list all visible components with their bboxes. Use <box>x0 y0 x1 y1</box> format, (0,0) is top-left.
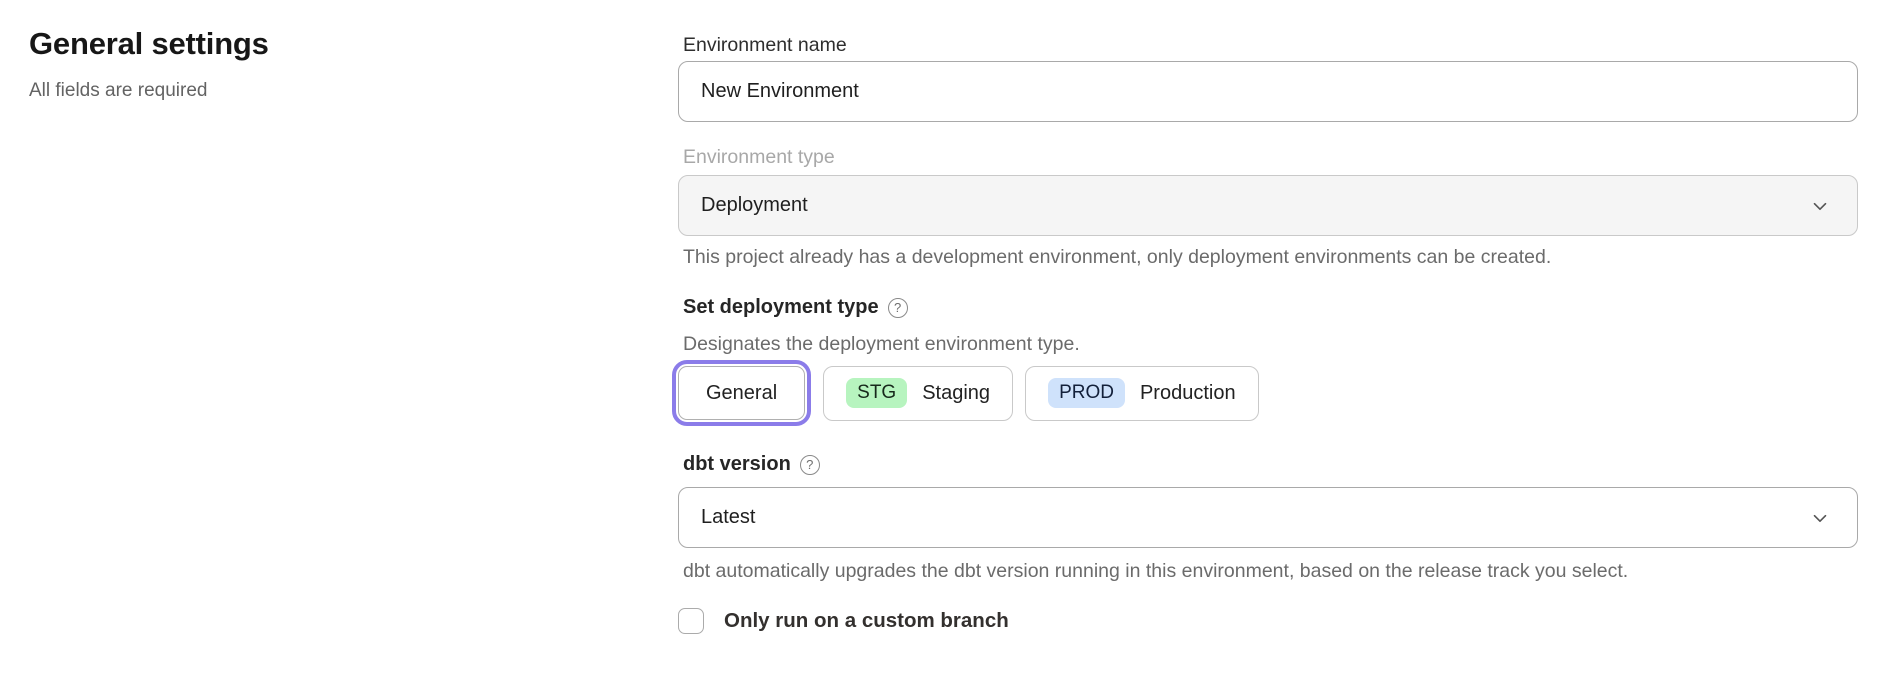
deployment-type-options: General STG Staging PROD Production <box>672 360 1259 426</box>
chevron-down-icon <box>1813 202 1827 210</box>
dbt-version-helper: dbt automatically upgrades the dbt versi… <box>683 560 1629 582</box>
custom-branch-label: Only run on a custom branch <box>724 609 1009 632</box>
page-title: General settings <box>29 26 269 61</box>
dbt-version-select[interactable]: Latest <box>678 487 1858 548</box>
environment-name-input[interactable] <box>678 61 1858 122</box>
page-subtitle: All fields are required <box>29 80 208 101</box>
chevron-down-icon <box>1813 514 1827 522</box>
help-icon[interactable]: ? <box>799 454 820 475</box>
dbt-version-label-row: dbt version ? <box>683 453 820 476</box>
deployment-type-helper: Designates the deployment environment ty… <box>683 333 1080 355</box>
environment-type-helper: This project already has a development e… <box>683 246 1552 268</box>
environment-type-label: Environment type <box>683 146 835 168</box>
dbt-version-value: Latest <box>701 506 756 528</box>
environment-name-label: Environment name <box>683 34 847 56</box>
deployment-type-label-row: Set deployment type ? <box>683 296 908 319</box>
deployment-type-label: Set deployment type <box>683 296 879 318</box>
deployment-option-production-label: Production <box>1139 381 1236 404</box>
environment-type-value: Deployment <box>701 194 808 216</box>
environment-type-select[interactable]: Deployment <box>678 175 1858 236</box>
stg-badge: STG <box>846 377 908 409</box>
deployment-option-staging[interactable]: STG Staging <box>823 365 1014 421</box>
deployment-option-general-label: General <box>706 381 778 404</box>
selected-option-ring: General <box>672 360 812 426</box>
custom-branch-row: Only run on a custom branch <box>678 608 1009 634</box>
deployment-option-production[interactable]: PROD Production <box>1025 365 1259 421</box>
prod-badge: PROD <box>1048 377 1125 409</box>
dbt-version-label: dbt version <box>683 453 791 475</box>
help-icon[interactable]: ? <box>887 297 908 318</box>
custom-branch-checkbox[interactable] <box>678 608 704 634</box>
deployment-option-general[interactable]: General <box>678 366 806 420</box>
deployment-option-staging-label: Staging <box>922 381 991 404</box>
